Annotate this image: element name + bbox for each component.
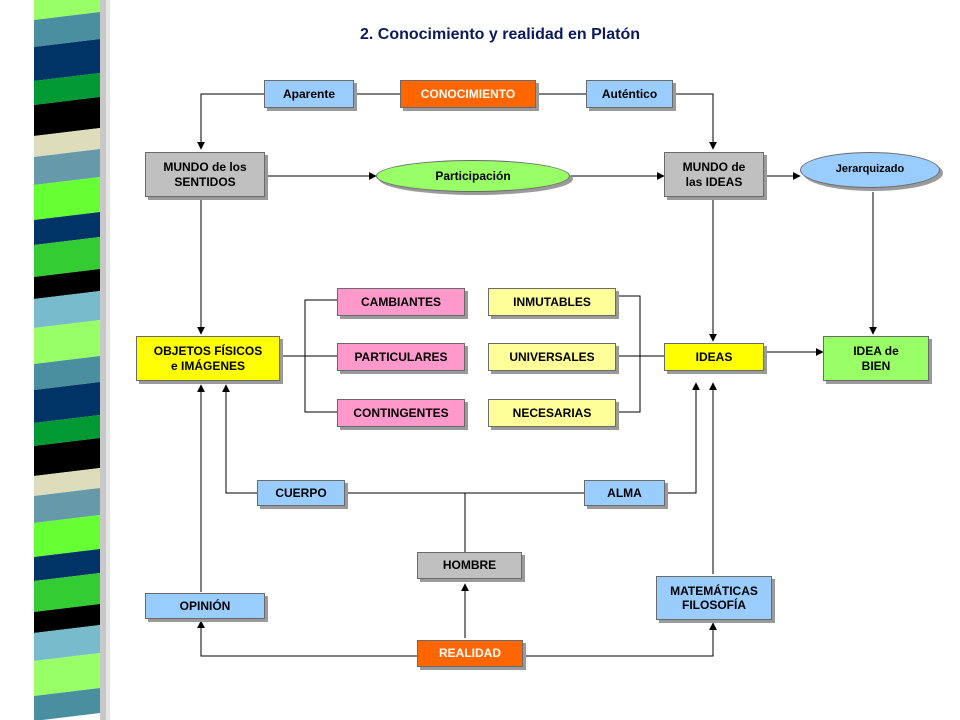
ribbon-stripe — [34, 549, 100, 581]
ribbon-stripe — [34, 356, 100, 390]
ribbon-stripe — [34, 488, 100, 523]
node-cambiantes: CAMBIANTES — [337, 288, 465, 316]
ribbon-stripe — [34, 382, 100, 423]
node-realidad: REALIDAD — [417, 640, 523, 667]
node-mundo-ideas: MUNDO de las IDEAS — [664, 152, 764, 197]
arrow-realidad-matematicas — [523, 622, 717, 657]
ribbon-stripe — [34, 212, 100, 245]
ribbon-stripe — [34, 97, 100, 136]
node-autentico: Auténtico — [586, 80, 673, 108]
ribbon-stripe — [34, 573, 100, 612]
node-aparente: Aparente — [264, 80, 354, 108]
ribbon-stripe — [34, 625, 100, 661]
node-cuerpo: CUERPO — [257, 480, 345, 506]
decorative-ribbon — [0, 0, 110, 720]
ribbon-stripe — [34, 515, 100, 557]
ribbon-stripe — [34, 604, 100, 633]
arrow-cuerpo-objetos — [222, 384, 257, 494]
node-objetos: OBJETOS FÍSICOS e IMÁGENES — [136, 336, 280, 381]
ribbon-stripe — [34, 39, 100, 81]
ribbon-stripe — [34, 73, 100, 105]
ribbon-stripe — [34, 291, 100, 328]
node-hombre: HOMBRE — [417, 552, 522, 579]
node-participacion: Participación — [376, 160, 570, 192]
ribbon-stripe — [34, 177, 100, 220]
ribbon-stripe — [34, 438, 100, 476]
node-contingentes: CONTINGENTES — [337, 399, 465, 427]
ribbon-stripe — [34, 237, 100, 277]
ribbon-stripe — [34, 688, 100, 720]
node-inmutables: INMUTABLES — [488, 288, 616, 316]
ribbon-stripe — [34, 468, 100, 496]
ribbon-stripe — [34, 269, 100, 299]
node-universales: UNIVERSALES — [488, 343, 616, 371]
node-conocimiento: CONOCIMIENTO — [400, 80, 536, 108]
ribbon-stripe — [34, 415, 100, 446]
ribbon-stripe — [34, 128, 100, 157]
node-ideas: IDEAS — [664, 343, 764, 371]
diagram-title: 2. Conocimiento y realidad en Platón — [359, 26, 641, 43]
node-matematicas: MATEMÁTICAS FILOSOFÍA — [656, 576, 772, 620]
ribbon-stripe — [34, 0, 100, 20]
node-particulares: PARTICULARES — [337, 343, 465, 371]
arrow-aparente-mundo-sentidos — [197, 93, 264, 150]
arrow-autentico-mundo-ideas — [673, 93, 717, 150]
node-necesarias: NECESARIAS — [488, 399, 616, 427]
ribbon-stripe — [34, 149, 100, 185]
node-mundo-sentidos: MUNDO de los SENTIDOS — [145, 152, 265, 197]
ribbon-stripe — [34, 320, 100, 364]
arrow-alma-ideas — [665, 382, 700, 494]
ribbon-stripe — [34, 12, 100, 47]
arrow-realidad-opinion — [197, 620, 417, 657]
node-opinion: OPINIÓN — [145, 593, 265, 619]
node-idea-bien: IDEA de BIEN — [823, 336, 929, 381]
node-alma: ALMA — [584, 480, 665, 506]
node-jerarquizado: Jerarquizado — [800, 152, 940, 188]
right-bracket — [616, 295, 641, 413]
ribbon-stripe — [34, 653, 100, 696]
